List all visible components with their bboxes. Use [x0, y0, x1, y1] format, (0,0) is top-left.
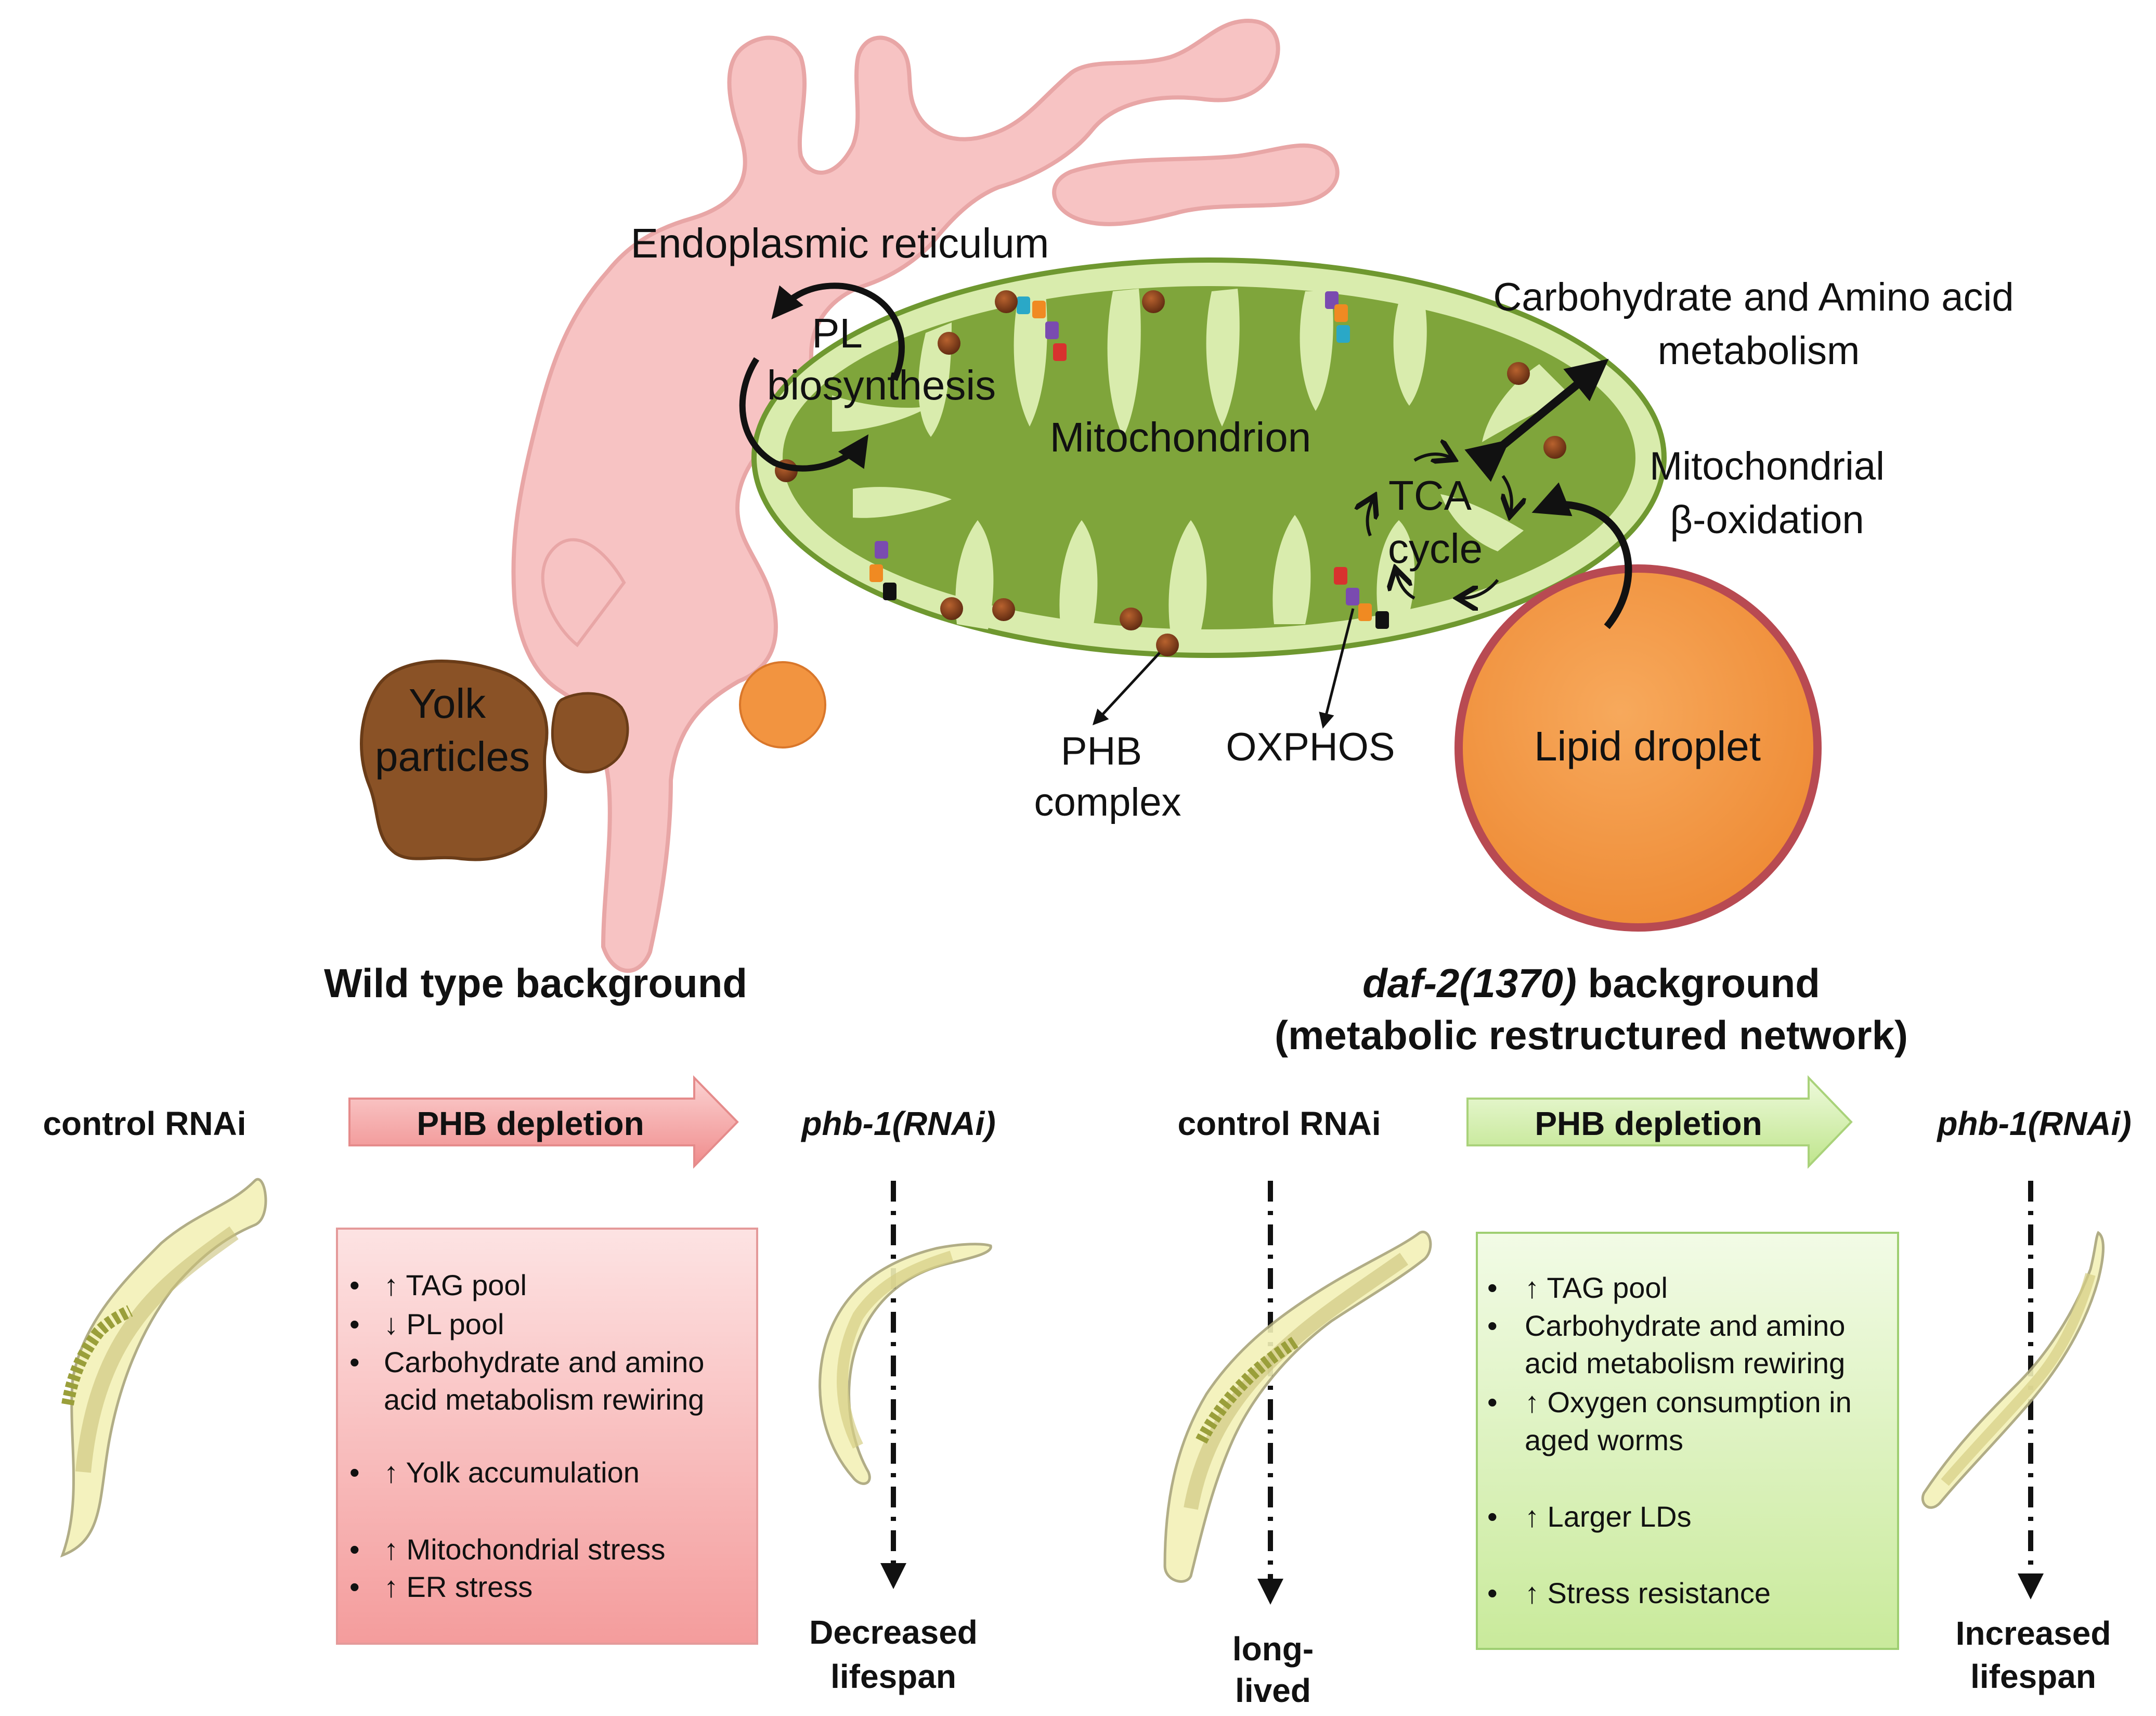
wt-outcome-line2: lifespan	[830, 1658, 956, 1695]
daf2-effect-6: ↑ Larger LDs	[1525, 1500, 1692, 1533]
daf2-effect-3: acid metabolism rewiring	[1525, 1347, 1845, 1379]
daf2-control-outcome-line2: lived	[1235, 1672, 1311, 1709]
wt-effect-6: ↑ Mitochondrial stress	[384, 1533, 666, 1566]
daf2-heading-italic: daf-2(1370)	[1362, 960, 1577, 1006]
phb-pointer-arrow	[1092, 652, 1161, 726]
wild-type-heading: Wild type background	[324, 960, 747, 1006]
wt-rnai-label: phb-1(RNAi)	[800, 1105, 995, 1142]
mitochondrion	[751, 257, 1667, 658]
carb-amino-label-line2: metabolism	[1658, 329, 1860, 373]
yolk-label-line1: Yolk	[409, 680, 486, 727]
lipid-droplet	[1454, 564, 1822, 932]
svg-text:•: •	[1487, 1271, 1498, 1304]
wt-depletion-label: PHB depletion	[417, 1105, 644, 1142]
daf2-outcome-line1: Increased	[1956, 1615, 2111, 1652]
svg-text:•: •	[349, 1308, 360, 1340]
daf2-effect-5: aged worms	[1525, 1424, 1683, 1456]
svg-text:•: •	[349, 1533, 360, 1566]
small-vesicle	[739, 661, 826, 749]
wt-effect-3: Carbohydrate and amino	[384, 1346, 704, 1378]
wt-effect-1: ↑ TAG pool	[384, 1269, 527, 1301]
carb-amino-label-line1: Carbohydrate and Amino acid	[1493, 275, 2014, 319]
wt-effects-box	[336, 1228, 758, 1645]
daf2-rnai-label: phb-1(RNAi)	[1936, 1105, 2131, 1142]
worm-wt-control	[60, 1178, 267, 1558]
daf2-effect-7: ↑ Stress resistance	[1525, 1577, 1771, 1609]
svg-text:•: •	[1487, 1309, 1498, 1342]
worm-daf2-control	[1163, 1230, 1432, 1583]
wt-depletion-arrow	[348, 1075, 739, 1169]
daf2-depletion-label: PHB depletion	[1535, 1105, 1762, 1142]
tca-label-line2: cycle	[1388, 525, 1483, 572]
er-label: Endoplasmic reticulum	[631, 220, 1049, 266]
svg-text:•: •	[1487, 1577, 1498, 1609]
yolk-label-line2: particles	[375, 733, 530, 780]
svg-text:•: •	[349, 1456, 360, 1489]
phb-complex-label-line1: PHB	[1061, 729, 1142, 773]
svg-text:•: •	[349, 1269, 360, 1301]
oxphos-pointer-arrow	[1319, 608, 1355, 729]
yolk-particle-large	[360, 660, 549, 861]
daf2-heading-line2: (metabolic restructured network)	[1275, 1012, 1908, 1058]
wt-effect-5: ↑ Yolk accumulation	[384, 1456, 640, 1489]
tca-label-line1: TCA	[1388, 472, 1472, 519]
wt-outcome-line1: Decreased	[809, 1614, 978, 1651]
wt-effect-4: acid metabolism rewiring	[384, 1383, 704, 1416]
mitochondrion-label: Mitochondrion	[1050, 414, 1311, 460]
wt-control-label: control RNAi	[43, 1105, 246, 1142]
daf2-effect-4: ↑ Oxygen consumption in	[1525, 1386, 1852, 1418]
wt-effect-7: ↑ ER stress	[384, 1570, 532, 1603]
phb-complex-label-line2: complex	[1034, 780, 1181, 824]
pl-label-line2: biosynthesis	[767, 362, 996, 408]
daf2-effect-1: ↑ TAG pool	[1525, 1271, 1668, 1304]
wt-effects-list: • ↑ TAG pool • ↓ PL pool • Carbohydrate …	[349, 1269, 704, 1603]
daf2-heading-line1: daf-2(1370) background	[1362, 960, 1820, 1006]
daf2-control-label: control RNAi	[1177, 1105, 1381, 1142]
carb-amino-double-arrow	[1464, 358, 1609, 482]
svg-text:•: •	[349, 1570, 360, 1603]
worm-daf2-rnai	[1921, 1231, 2105, 1509]
daf2-heading-rest: background	[1577, 960, 1820, 1006]
worm-wt-rnai	[819, 1243, 992, 1485]
daf2-effects-list: • ↑ TAG pool • Carbohydrate and amino ac…	[1487, 1271, 1852, 1609]
oxphos-complexes	[869, 291, 1389, 629]
daf2-outcome-line2: lifespan	[1970, 1658, 2096, 1695]
tca-cycle-arrows	[1368, 454, 1512, 598]
daf2-depletion-arrow	[1466, 1075, 1853, 1169]
beta-oxidation-label-line2: β-oxidation	[1670, 498, 1864, 542]
oxphos-label: OXPHOS	[1226, 725, 1395, 769]
beta-oxidation-label-line1: Mitochondrial	[1650, 444, 1885, 488]
daf2-effects-box	[1476, 1232, 1899, 1650]
daf2-effect-2: Carbohydrate and amino	[1525, 1309, 1845, 1342]
pl-label-line1: PL	[812, 310, 863, 356]
svg-text:•: •	[1487, 1500, 1498, 1533]
svg-text:•: •	[349, 1346, 360, 1378]
beta-oxidation-arrow	[1531, 482, 1632, 629]
pl-biosynthesis-cycle-arrows	[739, 282, 905, 472]
wt-effect-2: ↓ PL pool	[384, 1308, 504, 1340]
svg-text:•: •	[1487, 1386, 1498, 1418]
daf2-control-outcome-line1: long-	[1232, 1630, 1314, 1668]
yolk-particle-small	[551, 692, 629, 773]
lipid-droplet-label: Lipid droplet	[1534, 723, 1761, 769]
